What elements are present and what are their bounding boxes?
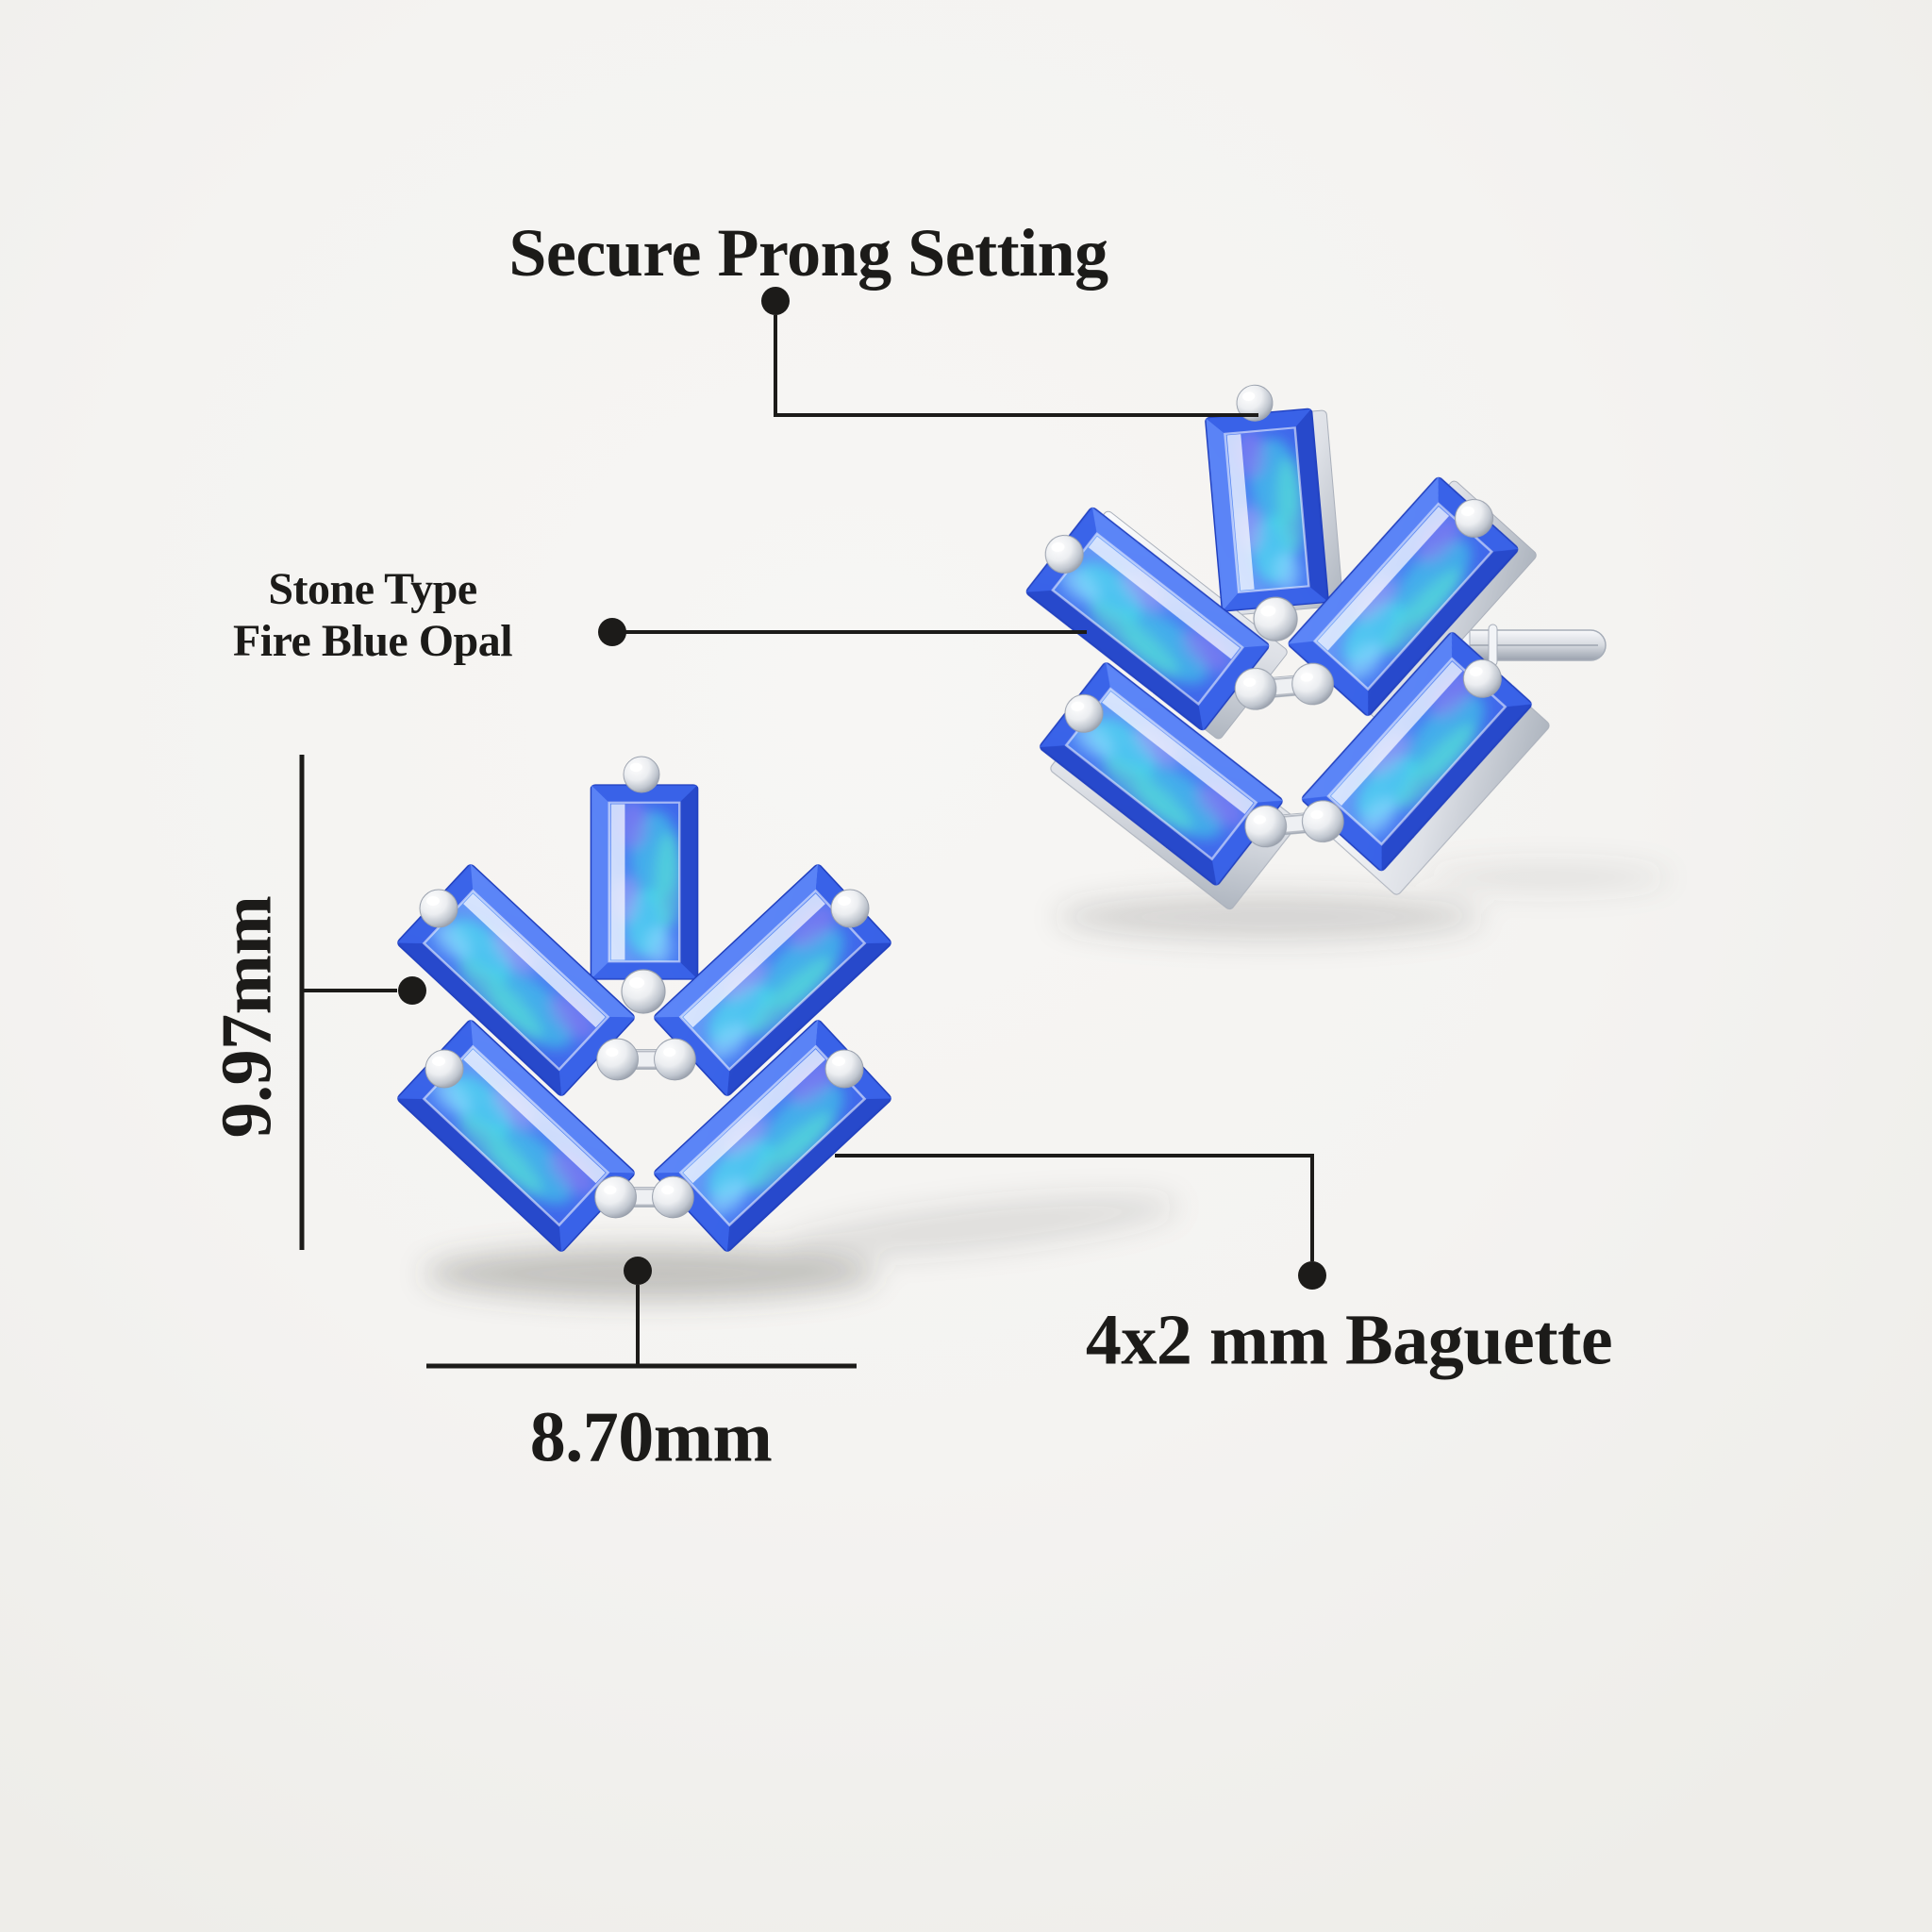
callout-dot: [1298, 1261, 1326, 1290]
callout-dot: [598, 618, 626, 646]
stone-type-heading: Stone Type: [268, 564, 477, 614]
height-dimension-line: [299, 755, 426, 1250]
width-dimension-line: [426, 1257, 857, 1369]
stone-size-callout-line: [835, 1154, 1326, 1290]
width-dimension-label: 8.70mm: [529, 1397, 773, 1477]
stone-type-value: Fire Blue Opal: [232, 615, 513, 666]
callout-dot: [624, 1257, 652, 1285]
callout-dot: [761, 287, 790, 315]
callout-dot: [398, 976, 426, 1005]
callouts: [299, 287, 1326, 1369]
height-dimension-label: 9.97mm: [207, 895, 287, 1139]
opal-stone-cluster: [397, 757, 891, 1252]
stone-type-callout-line: [598, 618, 1087, 646]
title: Secure Prong Setting: [508, 215, 1108, 291]
cast-shadows: [425, 862, 1670, 1300]
title-callout-line: [761, 287, 1258, 417]
left-earring-front-view-illustration: [397, 757, 891, 1252]
stone-size-label: 4x2 mm Baguette: [1085, 1300, 1613, 1380]
right-earring-side-view-illustration: [1009, 361, 1607, 926]
stone-type-label: Stone Type Fire Blue Opal: [232, 564, 513, 667]
